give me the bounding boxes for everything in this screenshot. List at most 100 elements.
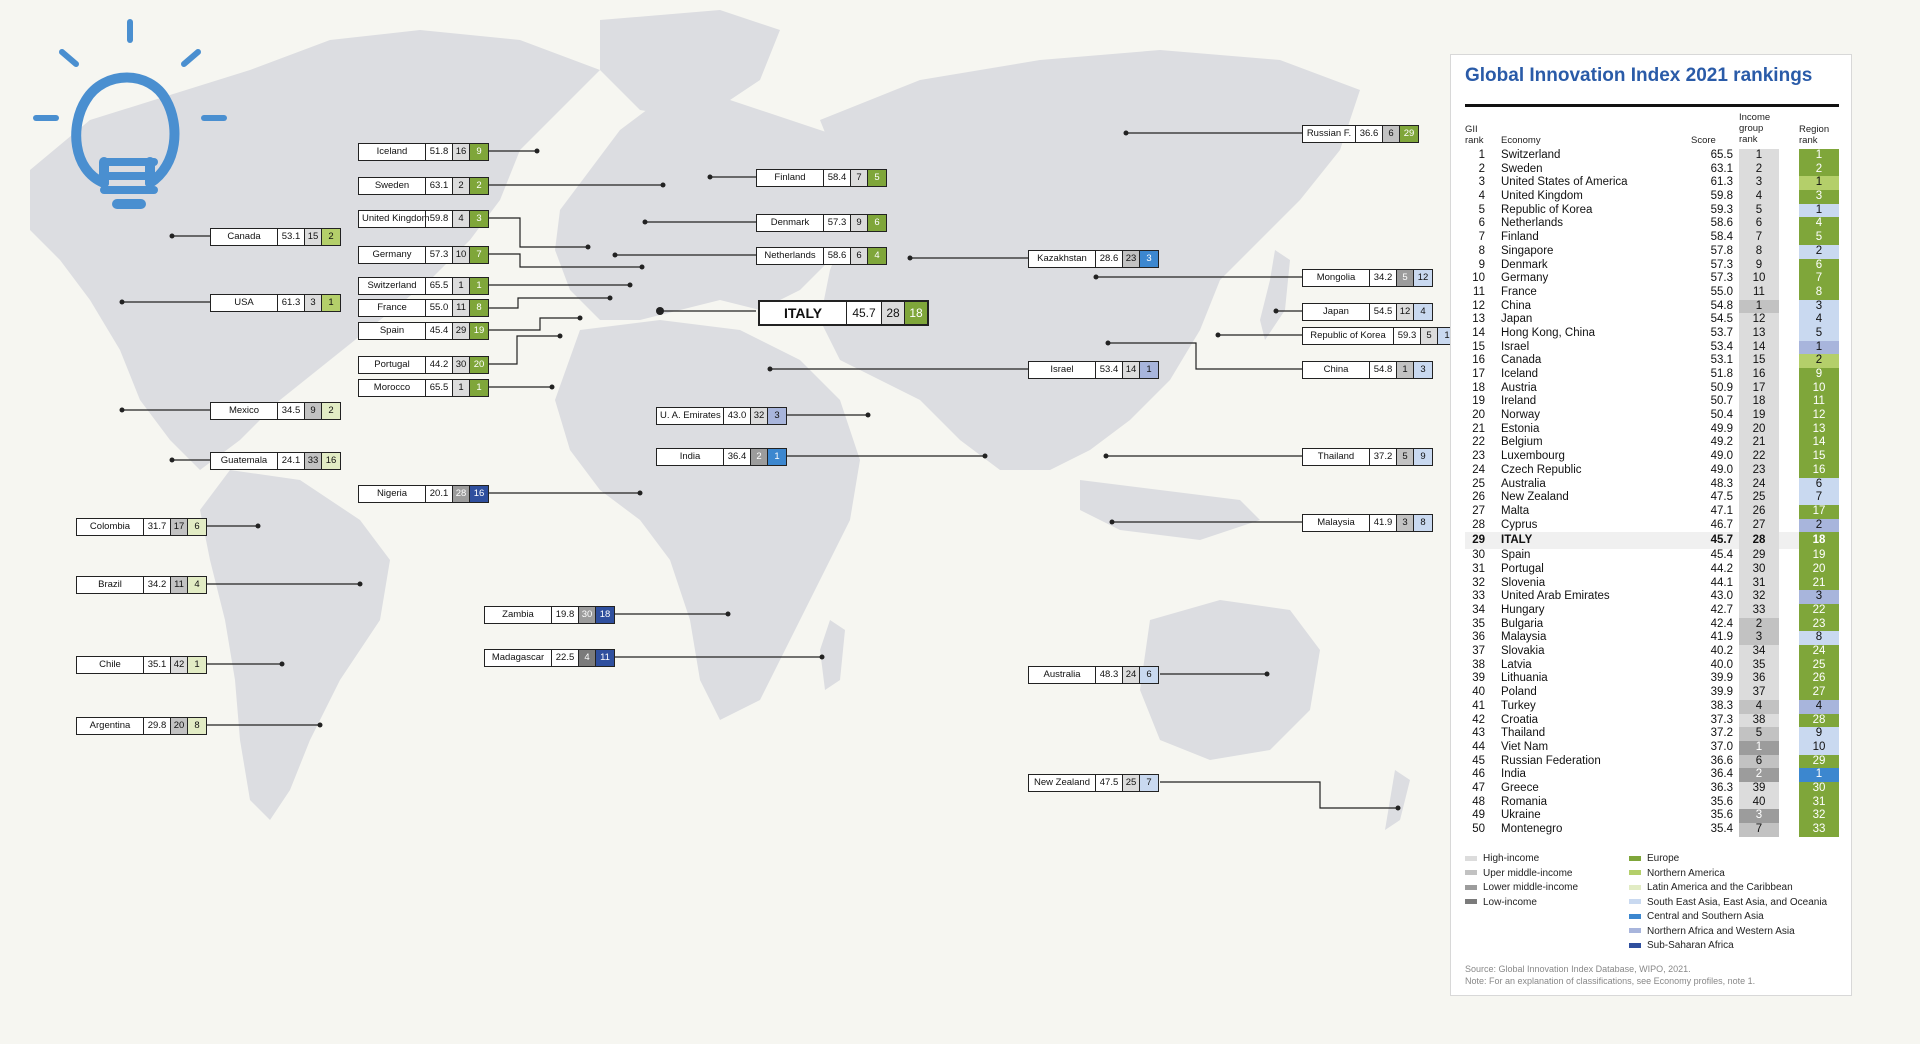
score-cell: 38.3 (1710, 699, 1733, 712)
score-cell: 35.6 (1710, 809, 1733, 822)
income-rank-cell: 2 (1739, 768, 1779, 782)
economy-cell: Estonia (1501, 422, 1540, 435)
newzealand-land (1385, 770, 1410, 830)
country-income-rank: 28 (881, 302, 904, 324)
region-rank-cell: 5 (1799, 231, 1839, 245)
score-cell: 59.8 (1710, 190, 1733, 203)
country-region-rank: 2 (321, 403, 340, 419)
income-rank-cell: 6 (1739, 217, 1779, 232)
income-rank-cell: 6 (1739, 754, 1779, 769)
country-score: 47.5 (1095, 775, 1122, 791)
gii-rank-cell: 47 (1472, 781, 1485, 794)
legend-label: Europe (1647, 853, 1680, 864)
income-rank-cell: 3 (1739, 809, 1779, 824)
country-name: Mexico (228, 405, 260, 416)
country-income-rank: 42 (170, 657, 187, 673)
legend-label: Latin America and the Caribbean (1647, 882, 1793, 893)
legend-region-item: Latin America and the Caribbean (1629, 881, 1793, 895)
region-rank-cell: 16 (1799, 463, 1839, 478)
country-income-rank: 7 (850, 170, 867, 186)
country-score: 35.1 (143, 657, 170, 673)
country-income-rank: 4 (452, 211, 469, 227)
panel-title: Global Innovation Index 2021 rankings (1465, 65, 1813, 86)
country-score: 36.4 (723, 449, 750, 465)
score-cell: 41.9 (1710, 631, 1733, 644)
economy-cell: China (1501, 299, 1532, 312)
income-rank-cell: 27 (1739, 518, 1779, 533)
income-rank-cell: 29 (1739, 549, 1779, 563)
gii-rank-cell: 39 (1472, 672, 1485, 685)
country-name: Switzerland (367, 280, 417, 291)
country-region-rank: 1 (321, 295, 340, 311)
economy-cell: France (1501, 285, 1537, 298)
score-cell: 50.7 (1710, 395, 1733, 408)
score-cell: 45.7 (1710, 534, 1733, 547)
income-rank-cell: 11 (1739, 285, 1779, 300)
region-rank-cell: 25 (1799, 658, 1839, 673)
gii-rank-cell: 30 (1472, 549, 1485, 562)
income-rank-cell: 17 (1739, 381, 1779, 396)
economy-cell: Cyprus (1501, 518, 1538, 531)
gii-rank-cell: 40 (1472, 686, 1485, 699)
country-score: 34.2 (143, 577, 170, 593)
economy-cell: Sweden (1501, 162, 1543, 175)
legend-income-item: High-income (1465, 852, 1539, 866)
country-name: Zambia (502, 609, 534, 620)
country-score: 45.7 (846, 302, 881, 324)
income-rank-cell: 2 (1739, 162, 1779, 177)
country-score: 54.5 (1369, 304, 1396, 320)
country-score: 48.3 (1095, 667, 1122, 683)
country-score: 65.5 (425, 380, 452, 396)
gii-rank-cell: 38 (1472, 658, 1485, 671)
score-cell: 36.3 (1710, 781, 1733, 794)
country-region-rank: 6 (1139, 667, 1158, 683)
country-income-rank: 2 (750, 449, 767, 465)
country-income-rank: 11 (452, 300, 469, 316)
score-cell: 47.5 (1710, 491, 1733, 504)
country-region-rank: 1 (187, 657, 206, 673)
score-cell: 40.2 (1710, 645, 1733, 658)
income-rank-cell: 5 (1739, 203, 1779, 218)
region-rank-cell: 11 (1799, 395, 1839, 410)
country-income-rank: 23 (1122, 251, 1139, 267)
legend-label: Lower middle-income (1483, 882, 1579, 893)
country-score: 59.3 (1393, 328, 1420, 344)
score-cell: 54.5 (1710, 313, 1733, 326)
economy-cell: Israel (1501, 340, 1530, 353)
economy-cell: United Kingdom (1501, 190, 1583, 203)
legend-label: Northern Africa and Western Asia (1647, 925, 1795, 937)
legend-swatch (1629, 913, 1641, 919)
legend-label: Sub-Saharan Africa (1647, 940, 1734, 951)
country-region-rank: 1 (469, 380, 488, 396)
economy-cell: Bulgaria (1501, 617, 1544, 630)
southeast-islands (1080, 480, 1260, 540)
economy-cell: Malta (1501, 504, 1530, 517)
region-rank-cell: 26 (1799, 672, 1839, 687)
score-cell: 58.4 (1710, 231, 1733, 244)
country-income-rank: 11 (170, 577, 187, 593)
country-income-rank: 24 (1122, 667, 1139, 683)
country-income-rank: 3 (1396, 515, 1413, 531)
income-rank-cell: 25 (1739, 491, 1779, 505)
income-rank-cell: 1 (1739, 299, 1779, 314)
gii-rank-cell: 21 (1472, 422, 1485, 435)
region-rank-cell: 1 (1799, 203, 1839, 218)
country-region-rank: 8 (187, 718, 206, 734)
country-income-rank: 1 (452, 278, 469, 294)
legend-swatch (1629, 942, 1641, 948)
